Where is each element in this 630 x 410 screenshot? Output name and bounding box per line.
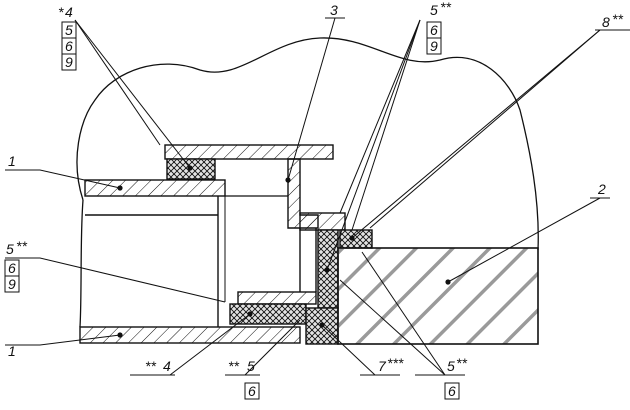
label-top-left-prefix: * [58, 4, 64, 20]
label-8-suffix: ** [612, 11, 623, 27]
break-outline [76, 37, 539, 251]
label-top-right-6: 6 [430, 22, 438, 38]
label-top-left-9: 9 [65, 54, 73, 70]
part-1-bottom [79, 326, 301, 344]
label-left-5-suffix: ** [16, 238, 27, 254]
label-left-6: 6 [8, 260, 16, 276]
label-1-bottom: 1 [8, 343, 16, 359]
label-top-right-5: 5 [430, 2, 438, 18]
label-bottom-right-5-suffix: ** [456, 355, 467, 371]
part-4-bottom-flange [237, 291, 317, 305]
label-top-right-5-suffix: ** [440, 0, 451, 15]
label-2: 2 [597, 181, 606, 197]
label-boxes [4, 21, 460, 400]
label-bottom-right-5: 5 [447, 358, 455, 374]
seal-small [339, 229, 373, 249]
label-bottom-4-prefix: ** [145, 358, 156, 374]
label-bottom-6: 6 [248, 383, 256, 399]
label-underlines [5, 17, 630, 376]
label-left-5: 5 [6, 241, 14, 257]
label-top-left-5: 5 [65, 22, 73, 38]
label-bottom-4: 4 [163, 358, 171, 374]
leader-lines [5, 17, 601, 376]
seal-7 [305, 307, 339, 345]
label-7: 7 [378, 358, 387, 374]
label-top-left-6: 6 [65, 38, 73, 54]
break-outline-left [79, 199, 84, 328]
label-1-top: 1 [8, 153, 16, 169]
label-bottom-5: 5 [247, 358, 255, 374]
label-top-right-9: 9 [430, 38, 438, 54]
label-8: 8 [602, 14, 610, 30]
label-bottom-right-6: 6 [448, 383, 456, 399]
part-4-top-flange [164, 144, 334, 160]
label-3: 3 [330, 2, 338, 18]
part-1-top [84, 179, 226, 197]
part-3-upper [299, 212, 346, 231]
label-7-suffix: *** [387, 355, 404, 371]
label-left-9: 9 [8, 276, 16, 292]
label-top-left-4: 4 [65, 4, 73, 20]
part-2-block [337, 247, 539, 345]
label-bottom-5-prefix: ** [228, 358, 239, 374]
